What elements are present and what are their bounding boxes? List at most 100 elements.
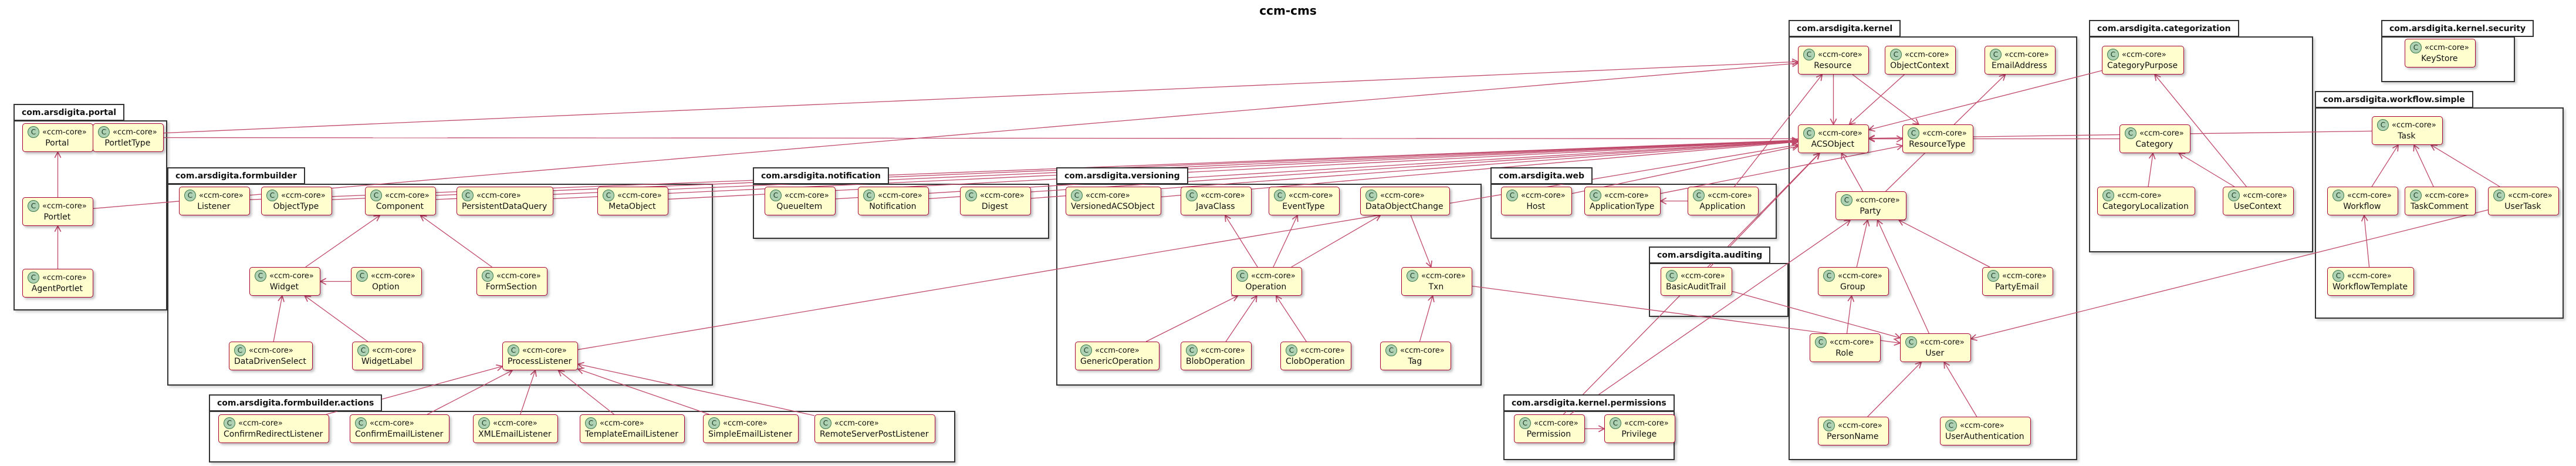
class-circle-icon: C: [1519, 417, 1531, 429]
class-header: C«ccm-core»: [1803, 127, 1862, 139]
class-circle-icon: C: [965, 190, 977, 201]
class-name-label: Tag: [1408, 357, 1422, 366]
class-name-label: Party: [1860, 207, 1881, 216]
class-header: C«ccm-core»: [1610, 417, 1669, 429]
class-JavaClass: C«ccm-core»JavaClass: [1181, 187, 1252, 215]
class-header: C«ccm-core»: [2107, 49, 2178, 60]
class-header: C«ccm-core»: [224, 417, 323, 429]
class-name-label: Notification: [869, 202, 917, 211]
class-name-label: UserTask: [2504, 202, 2541, 211]
class-header: C«ccm-core»: [184, 190, 244, 201]
class-header: C«ccm-core»: [2332, 190, 2392, 201]
class-name-label: Option: [371, 282, 400, 292]
class-Category: C«ccm-core»Category: [2119, 124, 2190, 153]
stereotype-label: «ccm-core»: [269, 271, 314, 281]
class-name-label: Portal: [45, 139, 69, 148]
class-name-label: Task: [2398, 131, 2416, 141]
class-name-label: KeyStore: [2421, 54, 2458, 63]
class-Group: C«ccm-core»Group: [1818, 267, 1889, 296]
class-header: C«ccm-core»: [357, 345, 417, 356]
stereotype-label: «ccm-core»: [371, 271, 415, 281]
class-header: C«ccm-core»: [770, 190, 829, 201]
class-name-label: FormSection: [485, 282, 537, 292]
stereotype-label: «ccm-core»: [1960, 421, 2004, 430]
class-BasicAuditTrail: C«ccm-core»BasicAuditTrail: [1661, 267, 1733, 296]
class-name-label: WorkflowTemplate: [2332, 282, 2408, 292]
class-ClobOperation: C«ccm-core»ClobOperation: [1280, 342, 1351, 370]
class-PortletType: C«ccm-core»PortletType: [93, 123, 164, 152]
stereotype-label: «ccm-core»: [2243, 191, 2287, 200]
class-name-label: Resource: [1814, 61, 1852, 70]
class-name-label: UseContext: [2233, 202, 2281, 211]
stereotype-label: «ccm-core»: [1400, 346, 1445, 355]
stereotype-label: «ccm-core»: [1201, 191, 1245, 200]
class-UserAuthentication: C«ccm-core»UserAuthentication: [1940, 417, 2031, 445]
package-kernel: [1789, 36, 2077, 460]
class-Resource: C«ccm-core»Resource: [1798, 46, 1869, 75]
stereotype-label: «ccm-core»: [199, 191, 244, 200]
class-name-label: QueueItem: [776, 202, 823, 211]
class-circle-icon: C: [708, 417, 720, 429]
class-CategoryPurpose: C«ccm-core»CategoryPurpose: [2102, 46, 2185, 75]
class-circle-icon: C: [1080, 345, 1092, 356]
class-Listener: C«ccm-core»Listener: [179, 187, 250, 215]
class-circle-icon: C: [1407, 270, 1418, 282]
class-DataObjectChange: C«ccm-core»DataObjectChange: [1360, 187, 1450, 215]
class-header: C«ccm-core»: [2102, 190, 2189, 201]
class-name-label: Widget: [269, 282, 299, 292]
class-circle-icon: C: [1365, 190, 1377, 201]
class-header: C«ccm-core»: [28, 200, 87, 212]
stereotype-label: «ccm-core»: [1421, 271, 1466, 281]
class-circle-icon: C: [1590, 190, 1601, 201]
class-name-label: DataDrivenSelect: [234, 357, 306, 366]
class-circle-icon: C: [1236, 270, 1248, 282]
class-circle-icon: C: [1693, 190, 1705, 201]
stereotype-label: «ccm-core»: [1922, 129, 1967, 138]
class-name-label: UserAuthentication: [1945, 432, 2024, 441]
stereotype-label: «ccm-core»: [372, 346, 417, 355]
class-circle-icon: C: [1815, 336, 1827, 348]
stereotype-label: «ccm-core»: [980, 191, 1025, 200]
class-header: C«ccm-core»: [1890, 49, 1949, 60]
stereotype-label: «ccm-core»: [1380, 191, 1425, 200]
class-header: C«ccm-core»: [28, 272, 87, 283]
class-name-label: TemplateEmailListener: [585, 430, 679, 439]
class-header: C«ccm-core»: [1186, 345, 1245, 356]
class-circle-icon: C: [266, 190, 278, 201]
class-ObjectContext: C«ccm-core»ObjectContext: [1885, 46, 1956, 75]
class-TemplateEmailListener: C«ccm-core»TemplateEmailListener: [580, 414, 685, 443]
class-header: C«ccm-core»: [1365, 190, 1443, 201]
class-XMLEmailListener: C«ccm-core»XMLEmailListener: [473, 414, 558, 443]
stereotype-label: «ccm-core»: [617, 191, 662, 200]
class-circle-icon: C: [2228, 190, 2240, 201]
class-VersionedACSObject: C«ccm-core»VersionedACSObject: [1066, 187, 1161, 215]
class-Widget: C«ccm-core»Widget: [249, 267, 320, 296]
class-name-label: Category: [2135, 140, 2173, 149]
class-circle-icon: C: [508, 345, 519, 356]
class-Option: C«ccm-core»Option: [351, 267, 422, 296]
class-MetaObject: C«ccm-core»MetaObject: [597, 187, 668, 215]
class-header: C«ccm-core»: [1823, 270, 1882, 282]
class-circle-icon: C: [585, 417, 597, 429]
package-tab-web: com.arsdigita.web: [1490, 167, 1593, 184]
class-name-label: Listener: [197, 202, 231, 211]
class-header: C«ccm-core»: [234, 345, 306, 356]
class-circle-icon: C: [2410, 190, 2422, 201]
stereotype-label: «ccm-core»: [281, 191, 326, 200]
package-tab-auditing: com.arsdigita.auditing: [1649, 246, 1771, 264]
class-header: C«ccm-core»: [1519, 417, 1578, 429]
class-header: C«ccm-core»: [863, 190, 922, 201]
class-header: C«ccm-core»: [482, 270, 541, 282]
class-circle-icon: C: [462, 190, 474, 201]
class-Component: C«ccm-core»Component: [365, 187, 436, 215]
edge-Portal-to-Resource: [93, 58, 1799, 137]
stereotype-label: «ccm-core»: [1521, 191, 1566, 200]
package-tab-formbuilder_actions: com.arsdigita.formbuilder.actions: [209, 394, 383, 411]
class-header: C«ccm-core»: [508, 345, 572, 356]
class-header: C«ccm-core»: [2493, 190, 2553, 201]
class-BlobOperation: C«ccm-core»BlobOperation: [1181, 342, 1252, 370]
class-header: C«ccm-core»: [1286, 345, 1345, 356]
package-tab-portal: com.arsdigita.portal: [13, 104, 125, 121]
class-circle-icon: C: [2332, 190, 2344, 201]
stereotype-label: «ccm-core»: [370, 418, 414, 428]
